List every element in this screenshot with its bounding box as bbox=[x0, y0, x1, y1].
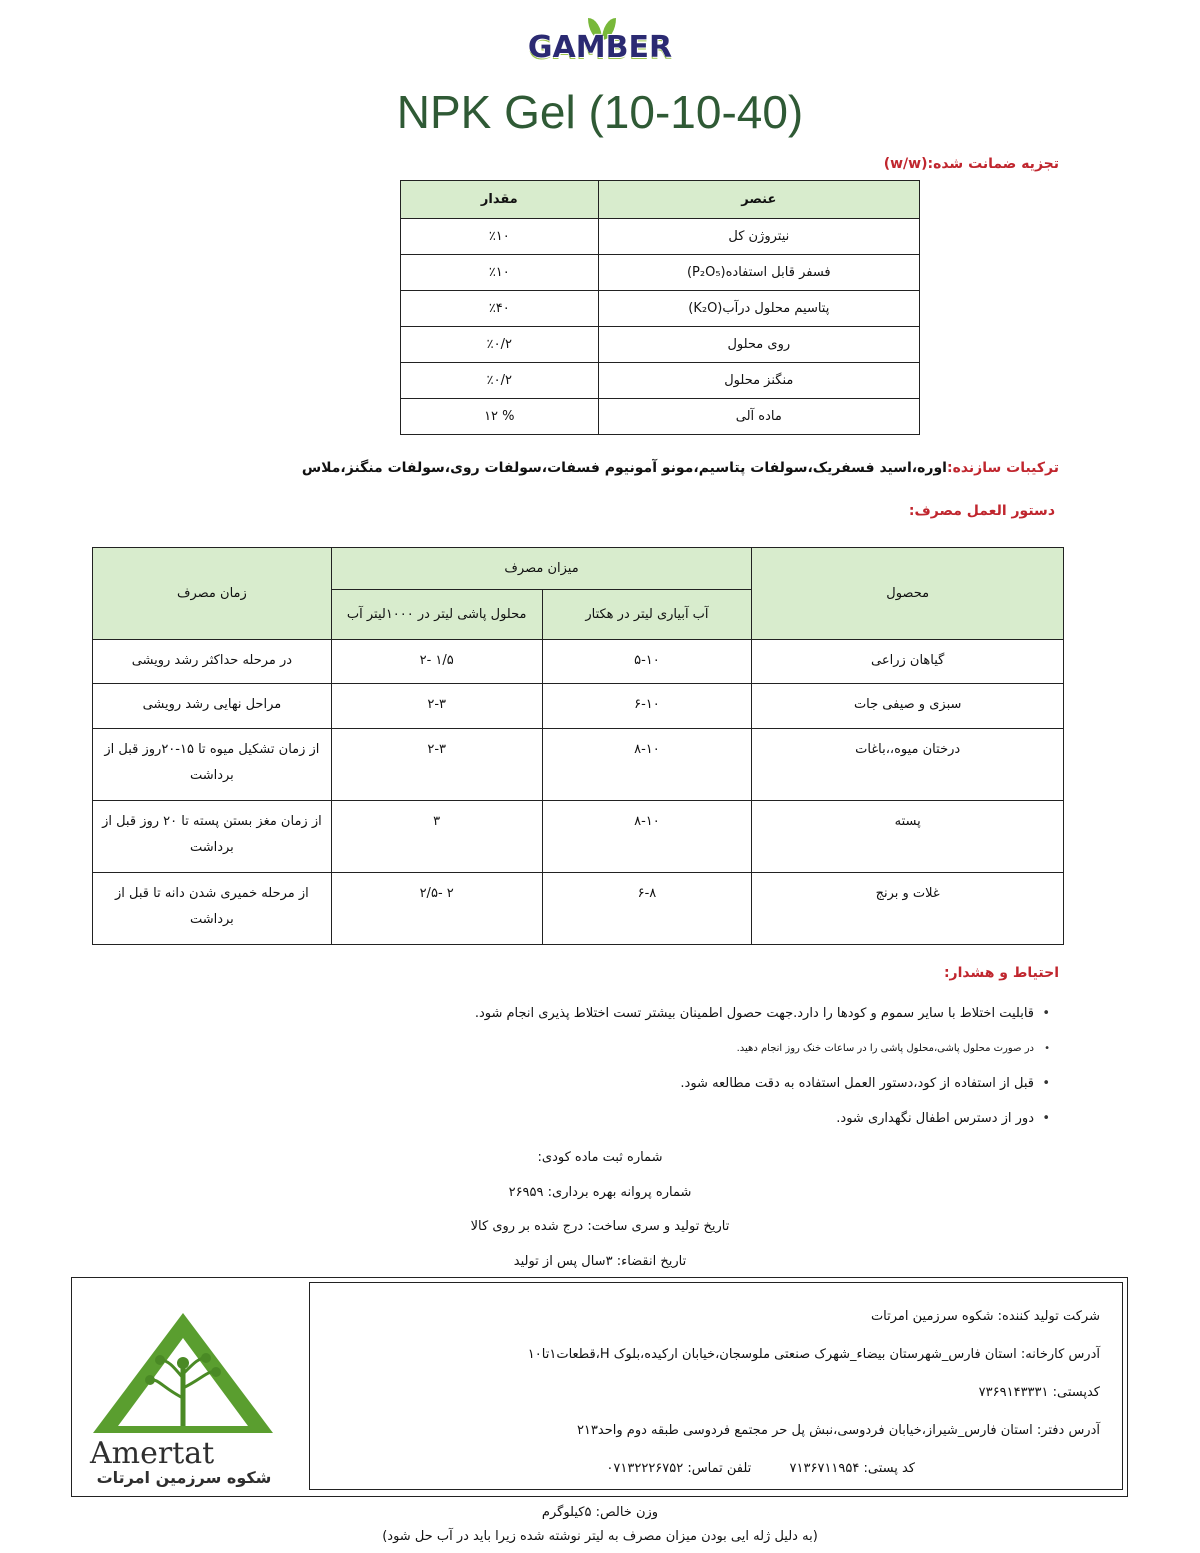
instructions-heading: دستور العمل مصرف: bbox=[908, 503, 1055, 519]
header-element: عنصر bbox=[597, 180, 921, 219]
amertat-fa-wordmark: شکوه سرزمین امرتات bbox=[96, 1468, 272, 1487]
irrigation-cell: ۸-۱۰ bbox=[541, 800, 753, 873]
office-address: آدرس دفتر: استان فارس_شیراز،خیابان فردوس… bbox=[576, 1423, 1100, 1438]
list-item: قبل از استفاده از کود،دستور العمل استفاد… bbox=[460, 1075, 1050, 1093]
manufacturer-box: Amertat شکوه سرزمین امرتات شرکت تولید کن… bbox=[71, 1277, 1128, 1497]
spray-cell: ۲-۳ bbox=[330, 728, 543, 801]
phone-number: تلفن تماس: ۰۷۱۳۲۲۲۶۷۵۲ bbox=[606, 1461, 752, 1476]
brand-name: GAMBER bbox=[527, 30, 673, 65]
element-cell: منگنز محلول bbox=[597, 362, 921, 399]
amertat-wordmark: Amertat bbox=[90, 1436, 215, 1471]
ingredients-line: ترکیبات سازنده:اوره،اسید فسفریک،سولفات پ… bbox=[302, 460, 1059, 476]
cautions-list: قابلیت اختلاط با سایر سموم و کودها را دا… bbox=[460, 1005, 1050, 1145]
element-cell: پتاسیم محلول درآب(K₂O) bbox=[597, 290, 921, 327]
product-cell: پسته bbox=[751, 800, 1064, 873]
list-item: قابلیت اختلاط با سایر سموم و کودها را دا… bbox=[460, 1005, 1050, 1023]
table-row: سبزی و صیفی جات ۶-۱۰ ۲-۳ مراحل نهایی رشد… bbox=[92, 683, 1064, 729]
amount-cell: % ۱۲ bbox=[400, 398, 599, 435]
product-title: NPK Gel (10-10-40) bbox=[396, 86, 804, 138]
spray-cell: ۲ -۲/۵ bbox=[330, 872, 543, 945]
company-name: شرکت تولید کننده: شکوه سرزمین امرتات bbox=[870, 1309, 1100, 1324]
element-cell: نیتروژن کل bbox=[597, 218, 921, 255]
tree-icon bbox=[93, 1313, 273, 1433]
table-row: روی محلول ٪۰/۲ bbox=[400, 326, 921, 363]
list-item: دور از دسترس اطفال نگهداری شود. bbox=[460, 1110, 1050, 1128]
table-row: فسفر قابل استفاده(P₂O₅) ٪۱۰ bbox=[400, 254, 921, 291]
header-time: زمان مصرف bbox=[92, 547, 332, 640]
table-row: درختان میوه،،باغات ۸-۱۰ ۲-۳ از زمان تشکی… bbox=[92, 728, 1064, 801]
contact-line: کد پستی: ۷۱۳۶۷۱۱۹۵۴ تلفن تماس: ۰۷۱۳۲۲۲۶۷… bbox=[310, 1461, 1100, 1476]
spray-cell: ۲-۳ bbox=[330, 683, 543, 729]
table-row: ماده آلی % ۱۲ bbox=[400, 398, 921, 435]
office-postal: کد پستی: ۷۱۳۶۷۱۱۹۵۴ bbox=[789, 1461, 915, 1476]
table-row: پسته ۸-۱۰ ۳ از زمان مغز بستن پسته تا ۲۰ … bbox=[92, 800, 1064, 873]
net-weight: وزن خالص: ۵کیلوگرم bbox=[541, 1505, 659, 1520]
product-cell: سبزی و صیفی جات bbox=[751, 683, 1064, 729]
table-row: نیتروژن کل ٪۱۰ bbox=[400, 218, 921, 255]
time-cell: از زمان تشکیل میوه تا ۱۵-۲۰روز قبل از بر… bbox=[92, 728, 332, 801]
license-number: شماره پروانه بهره برداری: ۲۶۹۵۹ bbox=[508, 1185, 692, 1200]
time-cell: در مرحله حداکثر رشد رویشی bbox=[92, 639, 332, 684]
table-row: منگنز محلول ٪۰/۲ bbox=[400, 362, 921, 399]
irrigation-cell: ۶-۸ bbox=[541, 872, 753, 945]
table-header-row: عنصر مقدار bbox=[400, 180, 921, 219]
postal-code: کدپستی: ۷۳۶۹۱۴۳۳۳۱ bbox=[978, 1385, 1100, 1400]
manufacturer-details: شرکت تولید کننده: شکوه سرزمین امرتات آدر… bbox=[309, 1282, 1123, 1490]
spray-cell: ۱/۵ -۲ bbox=[330, 639, 543, 684]
header-spray: محلول پاشی لیتر در ۱۰۰۰لیتر آب bbox=[330, 589, 543, 640]
table-row: غلات و برنج ۶-۸ ۲ -۲/۵ از مرحله خمیری شد… bbox=[92, 872, 1064, 945]
table-row: گیاهان زراعی ۵-۱۰ ۱/۵ -۲ در مرحله حداکثر… bbox=[92, 639, 1064, 684]
header-rate: میزان مصرف bbox=[330, 547, 753, 590]
usage-table: محصول میزان مصرف زمان مصرف آب آبیاری لیت… bbox=[92, 547, 1064, 945]
footnote: (به دلیل ژله ایی بودن میزان مصرف به لیتر… bbox=[382, 1529, 818, 1544]
amertat-logo: Amertat شکوه سرزمین امرتات bbox=[88, 1308, 278, 1488]
header-amount: مقدار bbox=[400, 180, 599, 219]
element-cell: روی محلول bbox=[597, 326, 921, 363]
gamber-logo: GAMBER bbox=[510, 18, 690, 68]
irrigation-cell: ۵-۱۰ bbox=[541, 639, 753, 684]
list-item: در صورت محلول پاشی،محلول پاشی را در ساعا… bbox=[460, 1040, 1050, 1058]
element-cell: فسفر قابل استفاده(P₂O₅) bbox=[597, 254, 921, 291]
irrigation-cell: ۶-۱۰ bbox=[541, 683, 753, 729]
header-product: محصول bbox=[751, 547, 1064, 640]
amount-cell: ٪۱۰ bbox=[400, 254, 599, 291]
element-cell: ماده آلی bbox=[597, 398, 921, 435]
amount-cell: ٪۱۰ bbox=[400, 218, 599, 255]
time-cell: از زمان مغز بستن پسته تا ۲۰ روز قبل از ب… bbox=[92, 800, 332, 873]
expiry-date: تاریخ انقضاء: ۳سال پس از تولید bbox=[513, 1254, 687, 1269]
amount-cell: ٪۰/۲ bbox=[400, 362, 599, 399]
product-cell: غلات و برنج bbox=[751, 872, 1064, 945]
amount-cell: ٪۰/۲ bbox=[400, 326, 599, 363]
product-cell: گیاهان زراعی bbox=[751, 639, 1064, 684]
irrigation-cell: ۸-۱۰ bbox=[541, 728, 753, 801]
ingredients-label: ترکیبات سازنده: bbox=[946, 460, 1059, 476]
production-date: تاریخ تولید و سری ساخت: درج شده بر روی ک… bbox=[470, 1219, 730, 1234]
spray-cell: ۳ bbox=[330, 800, 543, 873]
factory-address: آدرس کارخانه: استان فارس_شهرستان بیضاء_ش… bbox=[527, 1347, 1100, 1362]
analysis-heading: تجزیه ضمانت شده:(w/w) bbox=[883, 156, 1059, 172]
registration-number: شماره ثبت ماده کودی: bbox=[537, 1150, 663, 1165]
table-row: پتاسیم محلول درآب(K₂O) ٪۴۰ bbox=[400, 290, 921, 327]
analysis-table: عنصر مقدار نیتروژن کل ٪۱۰ فسفر قابل استف… bbox=[400, 180, 921, 435]
time-cell: از مرحله خمیری شدن دانه تا قبل از برداشت bbox=[92, 872, 332, 945]
time-cell: مراحل نهایی رشد رویشی bbox=[92, 683, 332, 729]
amount-cell: ٪۴۰ bbox=[400, 290, 599, 327]
header-irrigation: آب آبیاری لیتر در هکتار bbox=[541, 589, 753, 640]
table-header-row: محصول میزان مصرف زمان مصرف bbox=[92, 547, 1064, 640]
ingredients-text: اوره،اسید فسفریک،سولفات پتاسیم،مونو آمون… bbox=[301, 460, 947, 476]
cautions-heading: احتیاط و هشدار: bbox=[943, 965, 1059, 981]
table-header-row: آب آبیاری لیتر در هکتار محلول پاشی لیتر … bbox=[93, 589, 1064, 640]
product-cell: درختان میوه،،باغات bbox=[751, 728, 1064, 801]
